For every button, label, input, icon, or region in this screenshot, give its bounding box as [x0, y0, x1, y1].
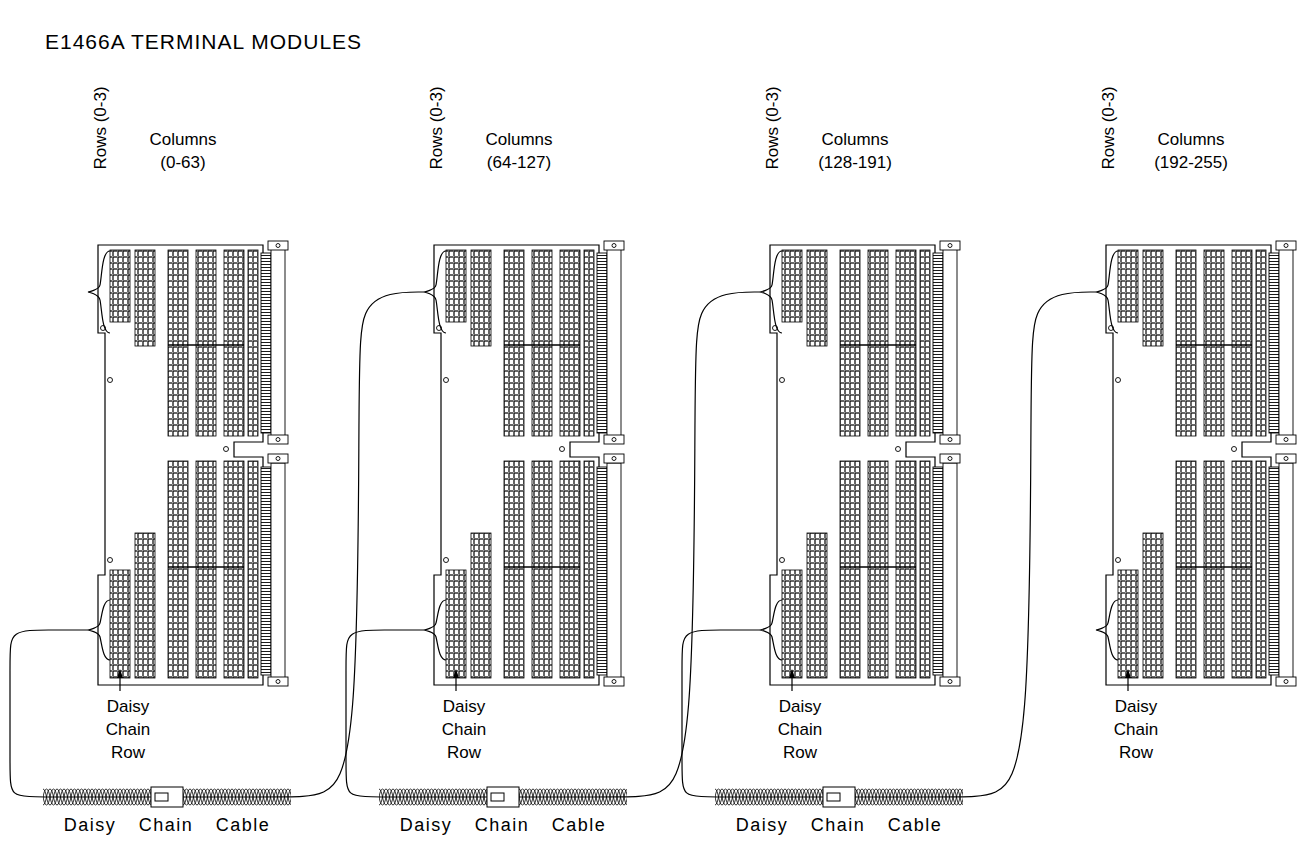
- terminal-module: Rows (0-3) Columns (192-255) Daisy Chain R…: [1096, 80, 1306, 770]
- terminal-module: Rows (0-3) Columns (128-191) Daisy Chain R…: [760, 80, 975, 770]
- terminal-board: [88, 241, 288, 691]
- cable-symbol: [379, 787, 627, 807]
- callout-label: Daisy Chain Row: [1108, 695, 1164, 764]
- cable-symbol: [715, 787, 963, 807]
- cable-label: Daisy Chain Cable: [62, 815, 273, 836]
- cable-label: Daisy Chain Cable: [398, 815, 609, 836]
- columns-label: Columns (0-63): [138, 128, 228, 174]
- terminal-board: [424, 241, 624, 691]
- rows-label: Rows (0-3): [1097, 86, 1120, 169]
- columns-label: Columns (192-255): [1146, 128, 1236, 174]
- callout-label: Daisy Chain Row: [772, 695, 828, 764]
- diagram-title: E1466A TERMINAL MODULES: [45, 30, 362, 54]
- cable-symbol: [43, 787, 291, 807]
- columns-label: Columns (128-191): [810, 128, 900, 174]
- terminal-module: Rows (0-3) Columns (0-63) Daisy Chain Row: [88, 80, 303, 770]
- terminal-board: [1096, 241, 1296, 691]
- rows-label: Rows (0-3): [761, 86, 784, 169]
- rows-label: Rows (0-3): [89, 86, 112, 169]
- rows-label: Rows (0-3): [425, 86, 448, 169]
- columns-label: Columns (64-127): [474, 128, 564, 174]
- terminal-board: [760, 241, 960, 691]
- callout-label: Daisy Chain Row: [436, 695, 492, 764]
- cable-label: Daisy Chain Cable: [734, 815, 945, 836]
- callout-label: Daisy Chain Row: [100, 695, 156, 764]
- terminal-module: Rows (0-3) Columns (64-127) Daisy Chain Ro…: [424, 80, 639, 770]
